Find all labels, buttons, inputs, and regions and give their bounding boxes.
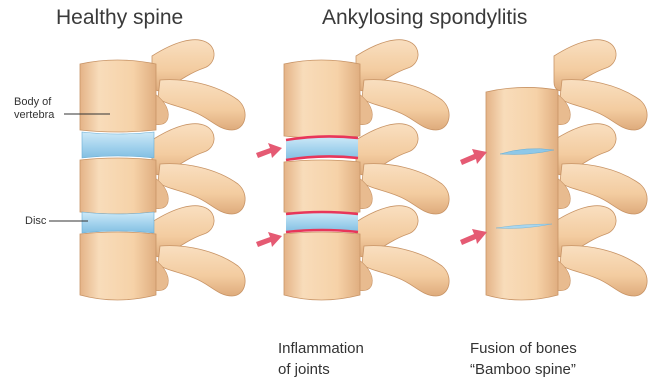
disc-label: Disc — [25, 215, 46, 228]
arrow-icon — [256, 143, 282, 158]
arrow-icon — [460, 149, 487, 165]
fusion-caption: Fusion of bones “Bamboo spine” — [470, 338, 577, 380]
arrow-icon — [460, 229, 487, 245]
healthy-spine-illustration — [49, 40, 245, 300]
inflammation-caption-line1: Inflammation — [278, 338, 364, 359]
fused-spine-illustration — [460, 40, 647, 300]
inflammation-caption: Inflammation of joints — [278, 338, 364, 380]
body-of-vertebra-label: Body of vertebra — [14, 96, 54, 122]
body-of-vertebra-label-line1: Body of — [14, 96, 54, 109]
body-of-vertebra-label-line2: vertebra — [14, 109, 54, 122]
fusion-caption-line1: Fusion of bones — [470, 338, 577, 359]
fusion-caption-line2: “Bamboo spine” — [470, 359, 577, 380]
inflamed-spine-illustration — [256, 40, 449, 300]
inflammation-caption-line2: of joints — [278, 359, 364, 380]
arrow-icon — [256, 232, 282, 247]
